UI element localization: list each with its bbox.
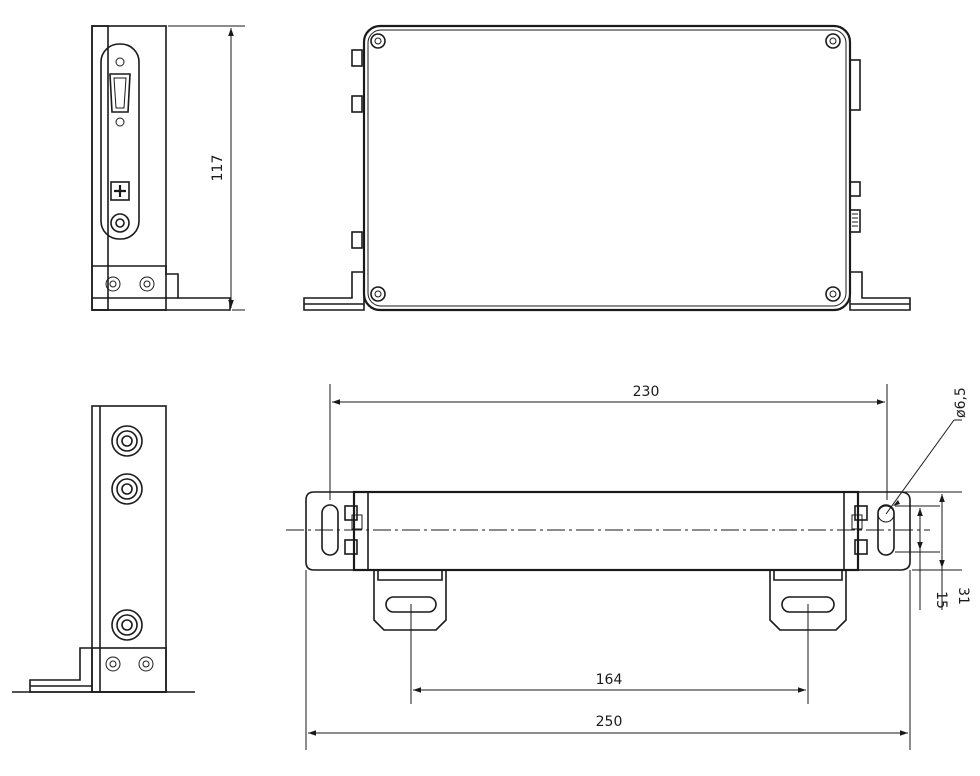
screw-icon bbox=[825, 286, 841, 302]
coax-connector-icon bbox=[111, 473, 143, 505]
hole-diameter-callout: ø6,5 bbox=[885, 387, 969, 515]
dimension-31-label: 31 bbox=[955, 587, 971, 605]
height-dimension: 117 bbox=[168, 25, 245, 311]
side-view-connector-panel bbox=[91, 25, 231, 311]
dimension-230: 230 bbox=[329, 384, 888, 500]
screw-icon bbox=[825, 33, 841, 49]
db9-connector-icon bbox=[109, 57, 131, 127]
front-view-enclosure bbox=[303, 24, 911, 312]
dimension-15-label: 15 bbox=[933, 591, 949, 609]
power-switch-icon bbox=[110, 181, 130, 201]
dimension-250-label: 250 bbox=[596, 714, 623, 730]
coax-connector-icon bbox=[111, 425, 143, 457]
dimension-230-label: 230 bbox=[633, 384, 660, 400]
dimension-250: 250 bbox=[305, 570, 911, 750]
coax-connector-icon bbox=[111, 609, 143, 641]
round-jack-icon bbox=[110, 213, 130, 233]
top-view-enclosure bbox=[305, 490, 911, 631]
dimension-15-31: 15 31 bbox=[895, 491, 971, 610]
side-view-coax-panel bbox=[12, 405, 195, 693]
screw-icon bbox=[370, 33, 386, 49]
dimension-164: 164 bbox=[410, 604, 809, 704]
height-label: 117 bbox=[210, 155, 226, 182]
screw-icon bbox=[370, 286, 386, 302]
dimension-164-label: 164 bbox=[596, 672, 623, 688]
hole-diameter-label: ø6,5 bbox=[953, 387, 969, 418]
